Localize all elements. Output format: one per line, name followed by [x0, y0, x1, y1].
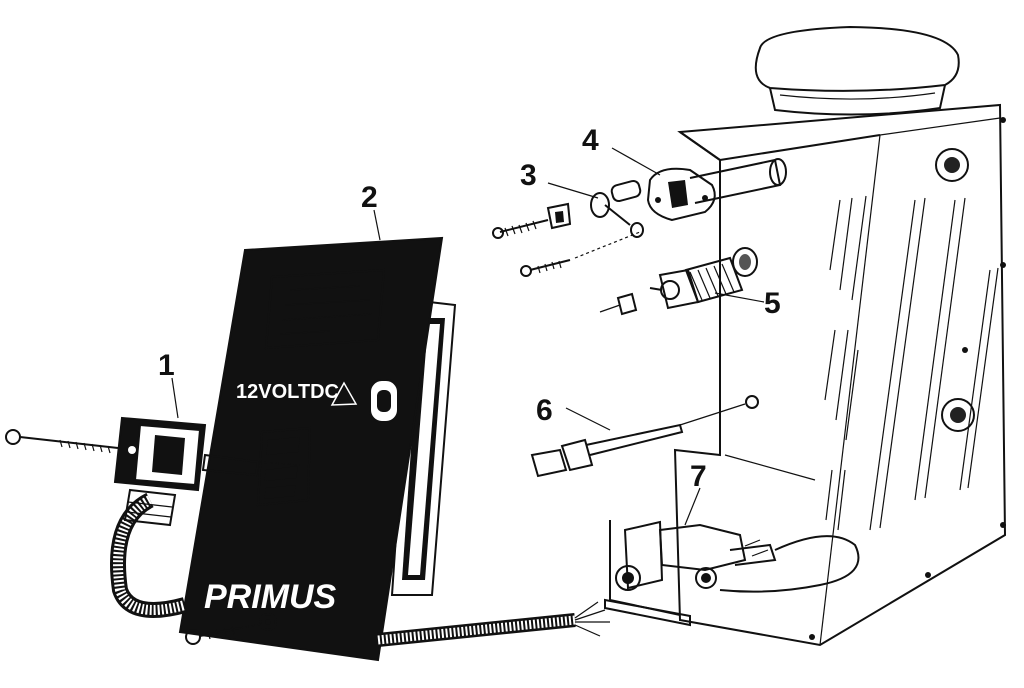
short-screw — [185, 623, 263, 645]
part-3-fittings — [492, 179, 644, 277]
part-1-connector-plug — [110, 416, 301, 618]
housing-body — [673, 103, 1007, 647]
screw-lower — [520, 259, 571, 277]
housing-top-cap — [754, 25, 960, 116]
screw-upper — [492, 219, 549, 239]
brand-logo: PRIMUS — [204, 578, 337, 616]
callout-1: 1 — [158, 349, 175, 382]
part-6-probe — [530, 395, 759, 478]
part-5-flame-sensor — [599, 247, 758, 316]
heater-housing — [604, 25, 1007, 647]
part-7-igniter — [615, 520, 860, 593]
long-screw — [5, 429, 119, 454]
callout-6: 6 — [536, 394, 553, 427]
callout-2: 2 — [361, 181, 378, 214]
callout-leaders — [171, 147, 765, 526]
callout-7: 7 — [690, 460, 707, 493]
part-2-control-panel — [178, 236, 457, 662]
callout-5: 5 — [764, 287, 781, 320]
callout-3: 3 — [520, 159, 537, 192]
part-4-sensor-bracket — [646, 158, 787, 222]
housing-port-lower — [941, 398, 975, 432]
power-cable — [377, 601, 610, 647]
housing-port-upper — [935, 148, 969, 182]
callout-4: 4 — [582, 124, 599, 157]
voltage-label: 12VOLTDC — [236, 381, 339, 403]
